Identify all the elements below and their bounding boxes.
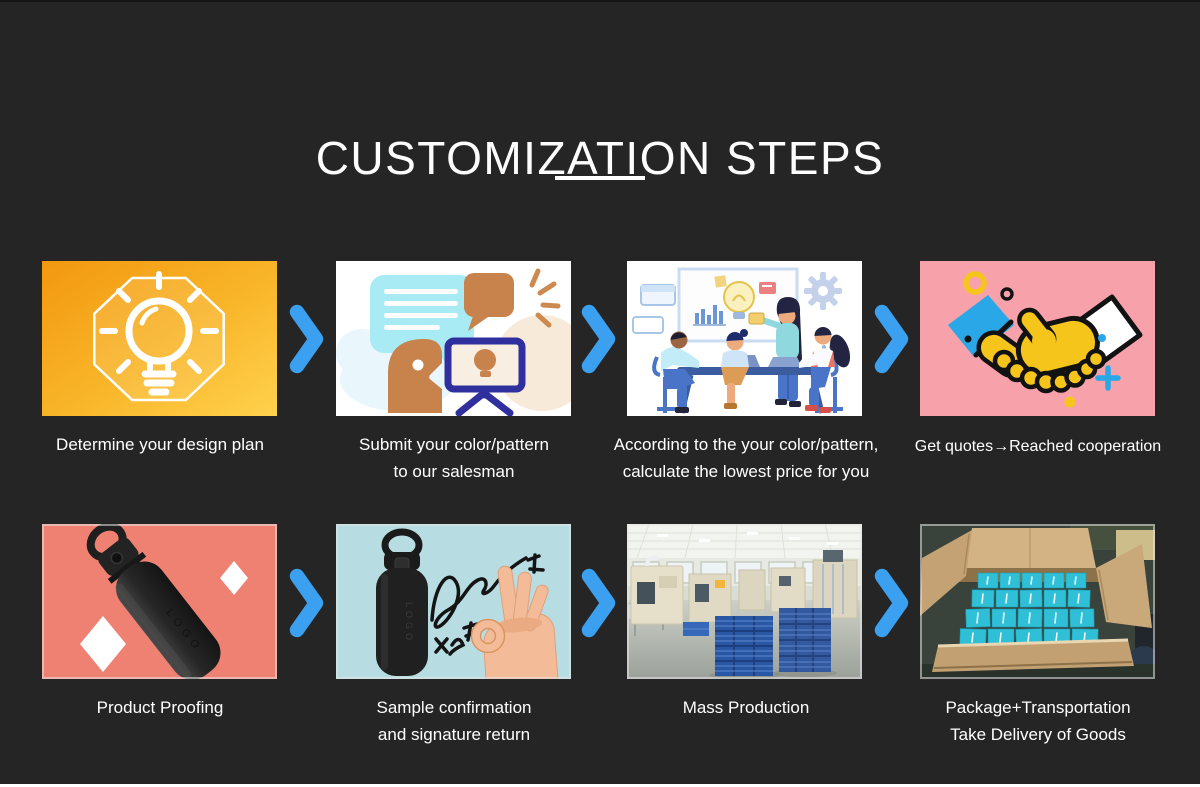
step-card-6: LOGO xyxy=(336,524,571,679)
idea-lightbulb-illustration xyxy=(42,261,277,416)
next-step-arrow-icon xyxy=(289,568,324,638)
step-card-8 xyxy=(920,524,1155,679)
step-caption-7: Mass Production xyxy=(576,694,916,721)
caption-line: Take Delivery of Goods xyxy=(950,725,1126,744)
step-caption-3: According to the your color/pattern, cal… xyxy=(576,431,916,485)
top-divider xyxy=(0,0,1200,2)
handshake-cooperation-illustration xyxy=(920,261,1155,416)
step-card-2 xyxy=(336,261,571,416)
caption-line: Package+Transportation xyxy=(945,698,1131,717)
caption-line: Get quotes→Reached cooperation xyxy=(914,438,1162,455)
caption-line: Determine your design plan xyxy=(56,435,264,454)
step-caption-5: Product Proofing xyxy=(0,694,330,721)
sample-signature-ok-hand-photo: LOGO xyxy=(336,524,571,679)
step-card-7 xyxy=(627,524,862,679)
caption-line: Submit your color/pattern xyxy=(359,435,549,454)
next-step-arrow-icon xyxy=(874,304,909,374)
caption-line: Product Proofing xyxy=(96,698,224,717)
step-caption-2: Submit your color/pattern to our salesma… xyxy=(284,431,624,485)
step-caption-4: Get quotes→Reached cooperation xyxy=(868,433,1200,460)
chat-consultation-illustration xyxy=(336,261,571,416)
step-card-4 xyxy=(920,261,1155,416)
caption-line: and signature return xyxy=(377,725,531,744)
step-card-1 xyxy=(42,261,277,416)
factory-workshop-photo xyxy=(627,524,862,679)
carton-packed-boxes-photo xyxy=(920,524,1155,679)
title-underline xyxy=(555,176,645,180)
bottom-divider xyxy=(0,784,1200,787)
section-title: CUSTOMIZATION STEPS xyxy=(315,131,885,184)
step-caption-6: Sample confirmation and signature return xyxy=(284,694,624,748)
caption-line: Mass Production xyxy=(682,698,810,717)
next-step-arrow-icon xyxy=(874,568,909,638)
team-pricing-meeting-illustration xyxy=(627,261,862,416)
caption-line: to our salesman xyxy=(393,462,515,481)
step-card-3 xyxy=(627,261,862,416)
caption-line: According to the your color/pattern, xyxy=(613,435,879,454)
next-step-arrow-icon xyxy=(581,304,616,374)
svg-text:LOGO: LOGO xyxy=(404,602,414,644)
caption-line: Sample confirmation xyxy=(376,698,532,717)
caption-line: calculate the lowest price for you xyxy=(622,462,870,481)
step-caption-1: Determine your design plan xyxy=(0,431,330,458)
next-step-arrow-icon xyxy=(581,568,616,638)
step-card-5: LOGO xyxy=(42,524,277,679)
next-step-arrow-icon xyxy=(289,304,324,374)
step-caption-8: Package+Transportation Take Delivery of … xyxy=(868,694,1200,748)
black-bottle-proofing-photo: LOGO xyxy=(42,524,277,679)
